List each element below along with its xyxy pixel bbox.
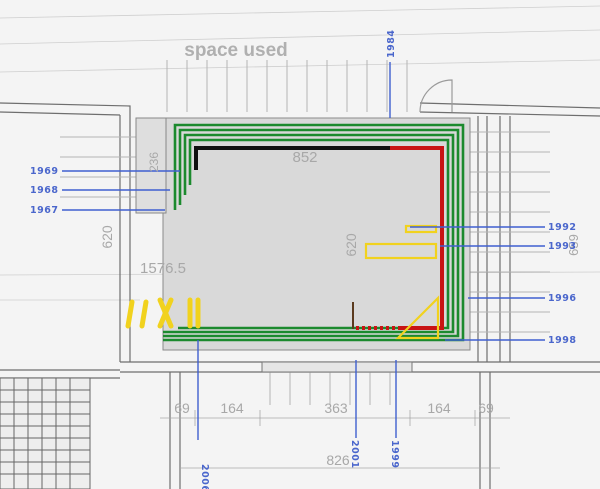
red-segment [390,146,444,330]
yellow-outlines [364,224,440,340]
year-label-1998: 1998 [548,335,576,346]
dim-bottom-seg-2: 164 [220,400,244,416]
year-label-1968: 1968 [30,185,58,196]
year-label-2006: 2006 [199,464,210,489]
year-label-1992: 1992 [548,222,576,233]
dim-left-span: 1576.5 [140,260,186,277]
year-label-1967: 1967 [30,205,58,216]
year-label-1999: 1999 [389,440,400,468]
dim-bottom-seg-3: 363 [324,400,348,416]
yellow-marks [125,297,201,329]
green-layers [163,123,465,342]
dim-room-height: 620 [343,233,359,257]
dim-bottom-seg-5: 69 [478,400,494,416]
outer-walls [0,79,600,489]
year-label-1969: 1969 [30,166,58,177]
dim-bottom-seg-1: 69 [174,400,190,416]
leader-lines [62,62,545,440]
right-ribs [460,131,550,333]
year-label-1996: 1996 [548,293,576,304]
diagram-title: space used [184,40,288,61]
black-segment [194,146,390,170]
top-ribs [166,60,408,112]
dim-top-room-width: 852 [292,149,317,166]
year-label-1984: 1984 [386,30,397,58]
small-stair-area [135,117,167,214]
dim-left-height: 620 [99,225,115,249]
window-frame [261,361,413,373]
stair-block [0,377,91,489]
bottom-dimension-lines [160,410,510,469]
dim-small-stair: 236 [147,152,161,172]
year-label-2001: 2001 [349,440,360,468]
dim-bottom-seg-4: 164 [427,400,451,416]
dim-right-height: 659 [566,234,581,256]
dim-bottom-total: 826 [326,452,350,468]
year-label-1993: 1993 [548,241,576,252]
room-area [162,117,471,351]
